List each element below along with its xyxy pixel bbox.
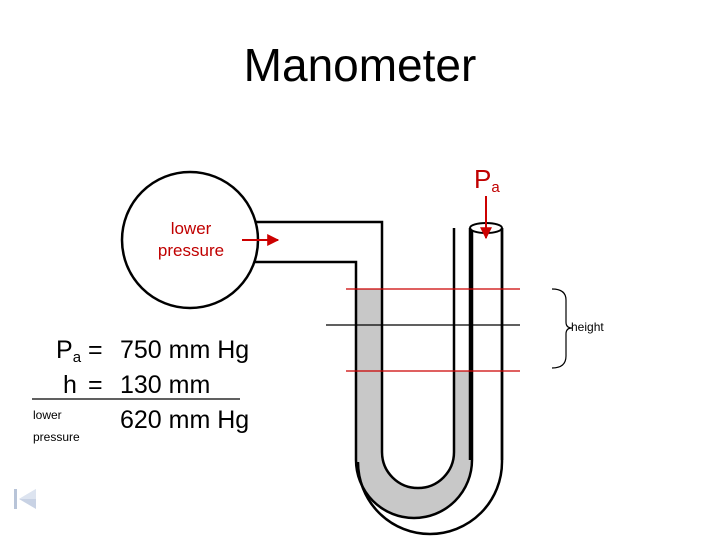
height-brace [551, 288, 573, 369]
u-bend-outer [356, 228, 504, 536]
page-title: Manometer [243, 39, 477, 91]
first-slide-nav-icon[interactable] [12, 486, 38, 512]
equation-h-equals: = [88, 371, 103, 399]
equation-h-symbol: h [63, 371, 77, 399]
equation-result-label-line1: lower [33, 408, 62, 422]
equation-pa-equals: = [88, 336, 103, 364]
atmospheric-pressure-label: Pa [474, 164, 500, 196]
height-label: height [571, 320, 604, 334]
equation-pa-value: 750 mm Hg [120, 336, 250, 364]
mercury-column [356, 289, 472, 518]
equation-h-value: 130 mm [120, 371, 211, 399]
bulb-pressure-label: lower pressure [150, 218, 232, 262]
connecting-tube-outer [255, 220, 456, 490]
bulb-label-line2: pressure [157, 241, 225, 260]
equation-pa-symbol: Pa [56, 336, 82, 366]
equation-result-label-line2: pressure [33, 430, 80, 444]
equation-result-value: 620 mm Hg [120, 406, 250, 434]
bulb-label-line1: lower [170, 219, 212, 238]
equation-result-label: lower pressure [33, 404, 103, 448]
